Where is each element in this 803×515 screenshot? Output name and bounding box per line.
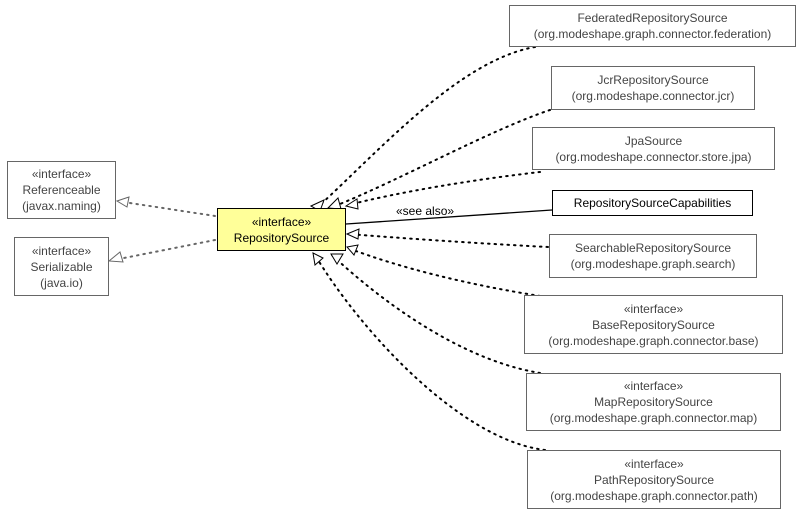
node-package: (org.modeshape.graph.connector.path) (550, 488, 758, 503)
node-name: JpaSource (624, 133, 683, 148)
node-map-repository-source[interactable]: «interface» MapRepositorySource (org.mod… (526, 373, 781, 431)
node-base-repository-source[interactable]: «interface» BaseRepositorySource (org.mo… (524, 295, 783, 354)
node-path-repository-source[interactable]: «interface» PathRepositorySource (org.mo… (527, 450, 781, 509)
edge-see-also (345, 209, 553, 225)
node-serializable[interactable]: «interface» Serializable (java.io) (14, 237, 109, 296)
node-package: (org.modeshape.graph.search) (570, 257, 736, 271)
node-federated-repository-source[interactable]: FederatedRepositorySource (org.modeshape… (509, 5, 796, 47)
node-package: (org.modeshape.connector.store.jpa) (555, 149, 752, 164)
node-stereotype: «interface» (624, 456, 684, 471)
node-name: RepositorySource (233, 230, 330, 245)
node-referenceable[interactable]: «interface» Referenceable (javax.naming) (7, 161, 116, 219)
node-stereotype: «interface» (31, 243, 92, 258)
node-package: (org.modeshape.graph.connector.base) (548, 333, 759, 348)
arrowhead-jpa (344, 198, 359, 210)
arrowhead-referenceable (115, 196, 130, 208)
edge-path-to-center (314, 254, 546, 451)
edge-base-to-center (347, 247, 541, 297)
node-package: (org.modeshape.connector.jcr) (571, 89, 735, 103)
node-name: RepositorySourceCapabilities (573, 196, 732, 210)
edge-jcr-to-center (334, 109, 551, 207)
node-name: PathRepositorySource (593, 472, 715, 487)
see-also-label: «see also» (396, 204, 454, 218)
arrowhead-map (330, 253, 344, 265)
node-stereotype: «interface» (251, 214, 312, 229)
node-stereotype: «interface» (31, 167, 92, 181)
node-package: (org.modeshape.graph.connector.federatio… (533, 27, 772, 41)
node-name: Referenceable (22, 183, 101, 197)
edge-federated-to-center (319, 46, 536, 206)
edge-map-to-center (331, 254, 541, 374)
node-name: MapRepositorySource (594, 395, 713, 409)
arrowhead-base (346, 244, 359, 256)
arrowhead-searchable (345, 228, 360, 240)
node-searchable-repository-source[interactable]: SearchableRepositorySource (org.modeshap… (549, 234, 757, 278)
node-package: (org.modeshape.graph.connector.map) (549, 411, 758, 425)
arrowhead-path (312, 252, 324, 266)
node-name: SearchableRepositorySource (574, 241, 732, 255)
node-name: FederatedRepositorySource (577, 11, 728, 25)
edge-jpa-to-center (347, 171, 541, 206)
node-repository-source[interactable]: «interface» RepositorySource (217, 208, 346, 251)
node-jcr-repository-source[interactable]: JcrRepositorySource (org.modeshape.conne… (551, 66, 755, 110)
node-repository-source-capabilities[interactable]: RepositorySourceCapabilities (552, 190, 753, 216)
edge-center-to-referenceable (129, 202, 216, 217)
node-name: BaseRepositorySource (592, 317, 715, 332)
arrowhead-serializable (107, 251, 124, 263)
node-stereotype: «interface» (623, 301, 684, 316)
node-package: (javax.naming) (22, 199, 101, 213)
node-name: JcrRepositorySource (597, 73, 709, 87)
node-package: (java.io) (40, 275, 83, 290)
edge-searchable-to-center (347, 233, 549, 248)
node-name: Serializable (30, 259, 93, 274)
edge-center-to-serializable (123, 239, 216, 259)
node-stereotype: «interface» (623, 379, 684, 393)
node-jpa-source[interactable]: JpaSource (org.modeshape.connector.store… (532, 127, 775, 170)
